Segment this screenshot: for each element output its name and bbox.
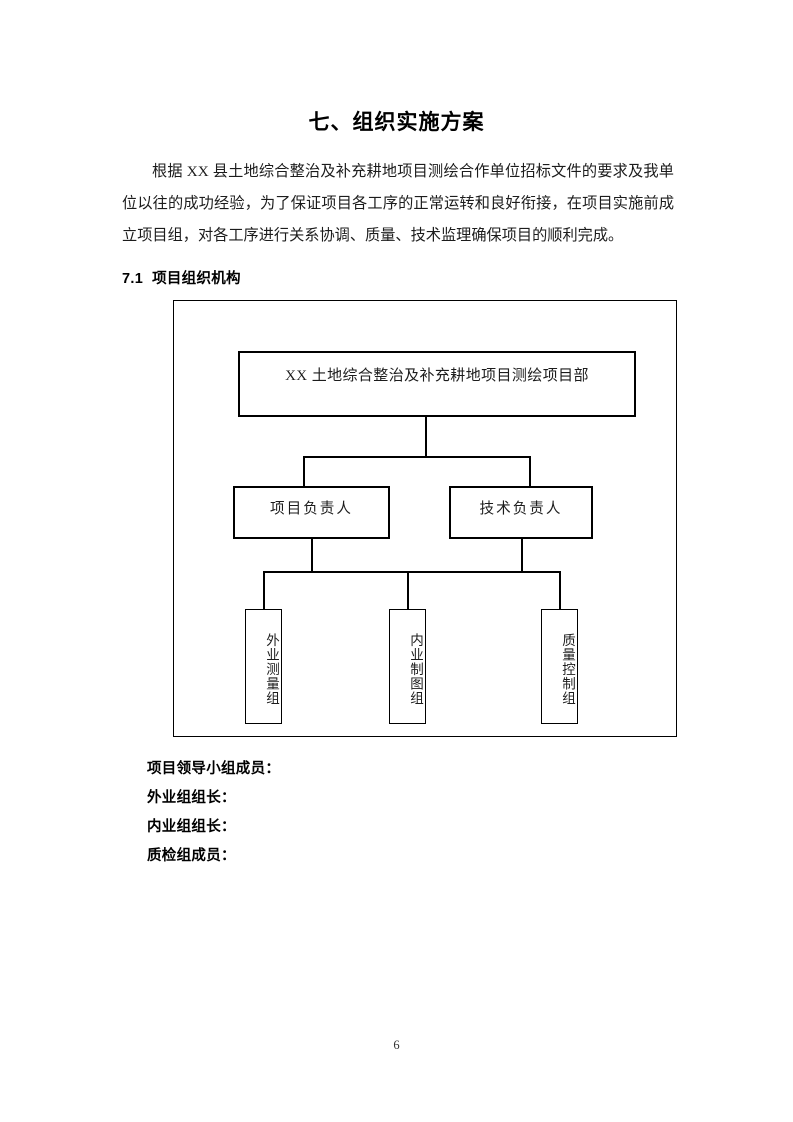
connector-bus-level2 [303,456,530,458]
org-node-office-mapping-team: 内业制图组 [389,609,426,724]
member-row-field-lead: 外业组组长： [147,790,236,806]
page-number: 6 [393,1038,400,1052]
section-number: 7.1 [122,271,144,288]
member-row-office-lead: 内业组组长： [147,819,236,835]
connector-project-lead-down [311,539,313,572]
connector-bus-level2-right [529,456,531,487]
connector-bus-level3-b [407,571,409,610]
connector-bus-level3 [263,571,561,573]
connector-root-down [425,417,427,457]
org-chart-frame: XX 土地综合整治及补充耕地项目测绘项目部 项目负责人 技术负责人 外业测量组 … [173,300,677,737]
org-node-project-leader: 项目负责人 [233,486,390,539]
intro-paragraph: 根据 XX 县土地综合整治及补充耕地项目测绘合作单位招标文件的要求及我单位以往的… [122,163,674,245]
member-row-leadership: 项目领导小组成员： [147,761,281,777]
section-heading: 7.1 项目组织机构 [122,267,241,288]
page-title: 七、组织实施方案 [308,111,485,135]
member-list: 项目领导小组成员： 外业组组长： 内业组组长： 质检组成员： [147,755,280,871]
org-node-technical-leader: 技术负责人 [449,486,593,539]
connector-bus-level2-left [303,456,305,487]
connector-bus-level3-a [263,571,265,610]
org-node-root: XX 土地综合整治及补充耕地项目测绘项目部 [238,351,636,417]
connector-tech-lead-down [521,539,523,572]
connector-bus-level3-c [559,571,561,610]
org-node-field-survey-team: 外业测量组 [245,609,282,724]
section-title: 项目组织机构 [152,271,241,288]
org-node-quality-control-team: 质量控制组 [541,609,578,724]
member-row-qc-members: 质检组成员： [147,848,236,864]
